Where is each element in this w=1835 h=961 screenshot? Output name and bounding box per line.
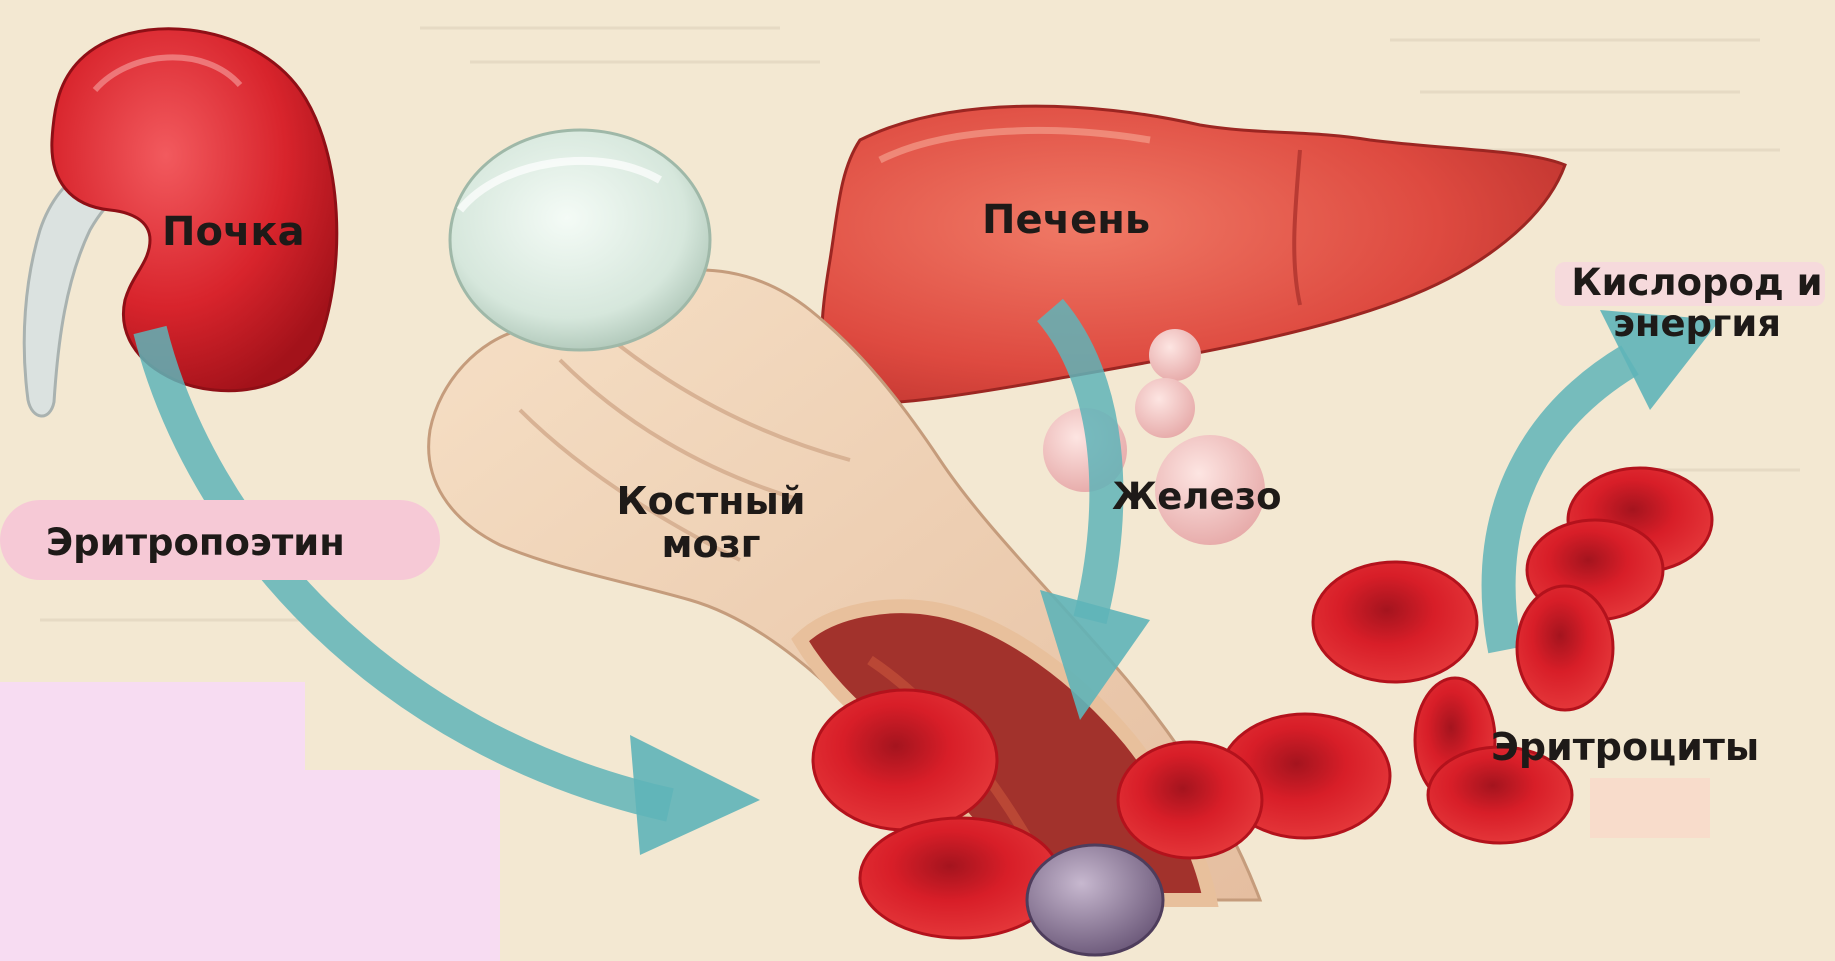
kidney-label: Почка: [162, 210, 305, 255]
erythrocytes-label: Эритроциты: [1491, 726, 1759, 769]
oxygen-energy-label: Кислород и энергия: [1567, 262, 1827, 345]
pink-panel: [0, 682, 500, 961]
bone-marrow-label: Костный мозг: [596, 480, 826, 565]
liver-label: Печень: [982, 198, 1150, 243]
erythropoietin-label: Эритропоэтин: [46, 522, 345, 563]
immature-cell: [1027, 845, 1163, 955]
iron-label: Железо: [1112, 476, 1282, 517]
peach-label-patch: [1590, 778, 1710, 838]
rbc-cell: [1313, 562, 1477, 682]
rbc-cell: [813, 690, 997, 830]
rbc-cell: [1118, 742, 1262, 858]
rbc-cell: [1517, 586, 1613, 710]
